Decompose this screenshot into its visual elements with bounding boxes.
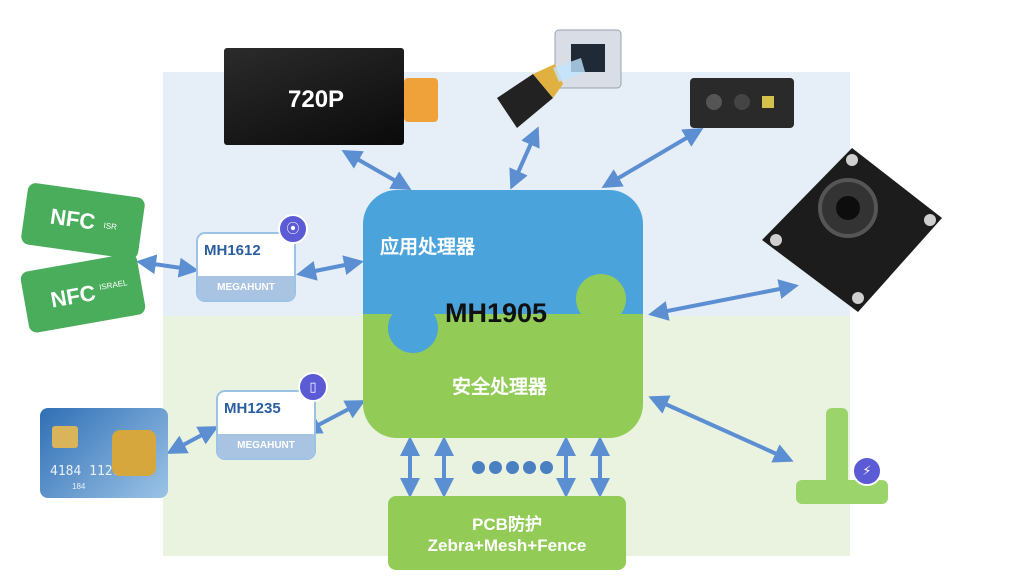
arrow-camera: [648, 279, 799, 321]
puzzle-knob-blue: [388, 303, 438, 353]
display-label: 720P: [288, 86, 345, 113]
dot: [540, 461, 553, 474]
dot: [472, 461, 485, 474]
dot: [489, 461, 502, 474]
bank-card-icon: 4184 1120 184: [40, 408, 168, 498]
puzzle-knob-green: [576, 274, 626, 324]
card-small-number: 184: [72, 482, 86, 491]
display-panel-icon: [224, 48, 404, 145]
padlock-icon: [112, 430, 156, 476]
dot: [506, 461, 519, 474]
security-processor-label: 安全处理器: [452, 377, 548, 398]
flex-cable-icon: [404, 78, 438, 122]
ellipsis-dots: [472, 461, 557, 479]
scanner-lens-icon: [734, 94, 750, 110]
arrow-mh1612: [296, 255, 364, 281]
arrow-nfc-card: [136, 254, 199, 278]
chip-name: MH1612: [204, 242, 261, 259]
nfc-card-subtext: ISRAEL: [98, 278, 129, 293]
scanner-sensor-icon: [762, 96, 774, 108]
battery-charging-badge-icon: ⚡: [852, 456, 882, 486]
app-processor-label: 应用处理器: [380, 237, 476, 258]
arrow-bank-card: [166, 426, 219, 454]
scanner-lens-icon: [706, 94, 722, 110]
dot: [523, 461, 536, 474]
core-chip-name: MH1905: [445, 298, 548, 328]
nfc-card-text: NFC: [48, 203, 97, 235]
chip-vendor: MEGAHUNT: [198, 276, 294, 300]
chip-name: MH1235: [224, 400, 281, 417]
chip-mh1235: MH1235 MEGAHUNT: [216, 390, 316, 460]
card-number: 4184 1120: [50, 464, 121, 479]
card-badge-icon: ▯: [298, 372, 328, 402]
scanner-module-icon: [690, 78, 794, 128]
card-chip-icon: [52, 426, 78, 448]
camera-module-icon: [762, 148, 942, 312]
chip-mh1612: MH1612 MEGAHUNT: [196, 232, 296, 302]
nfc-badge-icon: ⦿: [278, 214, 308, 244]
arrow-scanner: [601, 127, 704, 189]
arrow-display: [341, 150, 412, 190]
pcb-protection-box: PCB防护 Zebra+Mesh+Fence: [388, 496, 626, 570]
chip-vendor: MEGAHUNT: [218, 434, 314, 458]
arrow-battery: [648, 395, 794, 463]
nfc-card-text: NFC: [48, 280, 98, 313]
pcb-title: PCB防护: [472, 515, 542, 534]
ethernet-connector-icon: [497, 29, 622, 128]
nfc-card-subtext: ISR: [102, 220, 118, 232]
battery-icon: [826, 408, 848, 500]
arrow-ethernet: [509, 126, 540, 190]
pcb-subtitle: Zebra+Mesh+Fence: [427, 536, 587, 555]
